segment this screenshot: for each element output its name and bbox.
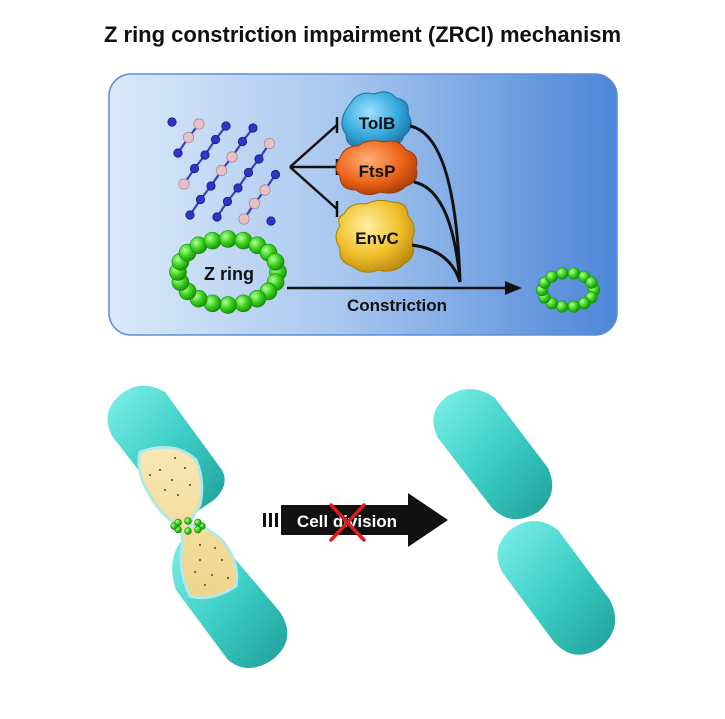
z-ring-bead <box>184 527 192 535</box>
lattice-atom <box>263 137 276 150</box>
z-ring-bead <box>203 231 222 250</box>
z-ring-bead <box>567 267 580 280</box>
lattice-atom <box>200 150 210 160</box>
z-ring-bead <box>234 294 253 313</box>
cytoplasm-speckle <box>163 488 167 492</box>
z-ring-bead <box>194 525 202 534</box>
nanosheet-lattice-icon <box>167 117 281 226</box>
lattice-atom <box>222 196 233 207</box>
lattice-atom <box>266 216 276 226</box>
lattice-atom <box>173 148 183 158</box>
protein-label-ftsp: FtsP <box>359 162 396 181</box>
lattice-atom <box>167 117 177 127</box>
lattice-atom <box>185 210 195 220</box>
z-ring-bead <box>578 297 591 310</box>
cytoplasm-speckle <box>188 483 192 487</box>
z-ring-bead <box>585 276 598 289</box>
cytoplasm-speckle <box>193 570 197 574</box>
z-ring-bead <box>556 300 569 313</box>
cytoplasm-speckle <box>210 573 214 577</box>
cytoplasm-speckle <box>176 493 180 497</box>
cytoplasm-speckle <box>203 583 207 587</box>
cytoplasm-speckle <box>198 543 202 547</box>
protein-label-tolb: TolB <box>359 114 396 133</box>
cytoplasm-speckle <box>213 546 217 550</box>
z-ring-bead <box>174 518 182 527</box>
protein-label-envc: EnvC <box>355 229 398 248</box>
dividing-cell <box>107 385 288 668</box>
cytoplasm-speckle <box>148 473 152 477</box>
z-ring-bead <box>219 296 237 314</box>
z-ring-bead <box>194 518 202 527</box>
lattice-atom <box>189 163 200 174</box>
z-ring-small <box>535 267 601 313</box>
lattice-atom <box>237 136 248 147</box>
lattice-atom <box>226 151 238 163</box>
cytoplasm-speckle <box>198 558 202 562</box>
z-ring-bead <box>545 270 558 283</box>
z-ring-bead <box>266 253 285 271</box>
constriction-label: Constriction <box>347 296 447 315</box>
lattice-atom <box>215 164 228 177</box>
constriction-arrow <box>287 281 522 295</box>
protein-envc <box>335 199 415 273</box>
cytoplasm-speckle <box>158 468 162 472</box>
cytoplasm-speckle <box>170 478 174 482</box>
blocked-cross-icon <box>329 503 366 542</box>
lattice-atom <box>210 134 221 145</box>
cytoplasm-speckle <box>183 466 187 470</box>
z-ring-bead <box>184 517 192 525</box>
figure-title: Z ring constriction impairment (ZRCI) me… <box>103 22 622 47</box>
lattice-atom <box>193 118 205 130</box>
lattice-atom <box>248 123 258 133</box>
z-ring-bead <box>219 230 237 248</box>
z-ring-bead <box>567 300 580 313</box>
protein-tolb <box>341 91 412 151</box>
lattice-atom <box>182 131 195 144</box>
z-ring-large <box>169 230 287 314</box>
cytoplasm-speckle <box>220 558 224 562</box>
daughter-cell-top <box>433 389 553 520</box>
lattice-atom <box>248 197 261 210</box>
protein-pathway-curves <box>409 124 462 283</box>
lattice-atom <box>259 184 271 196</box>
lattice-atom <box>212 212 222 222</box>
lattice-atom <box>270 169 281 180</box>
lattice-atom <box>238 213 250 225</box>
lattice-atom <box>206 181 216 191</box>
lattice-atom <box>243 167 254 178</box>
lattice-atom <box>254 154 264 164</box>
lattice-atom <box>233 183 243 193</box>
z-ring-bead <box>556 267 569 280</box>
protein-ftsp <box>335 140 418 196</box>
lattice-atom <box>195 194 206 205</box>
daughter-cell-bottom <box>497 521 616 655</box>
cytoplasm-speckle <box>173 456 177 460</box>
z-ring-label: Z ring <box>204 264 254 284</box>
lattice-atom <box>178 178 190 190</box>
cytoplasm-speckle <box>226 576 230 580</box>
lattice-atom <box>221 121 231 131</box>
